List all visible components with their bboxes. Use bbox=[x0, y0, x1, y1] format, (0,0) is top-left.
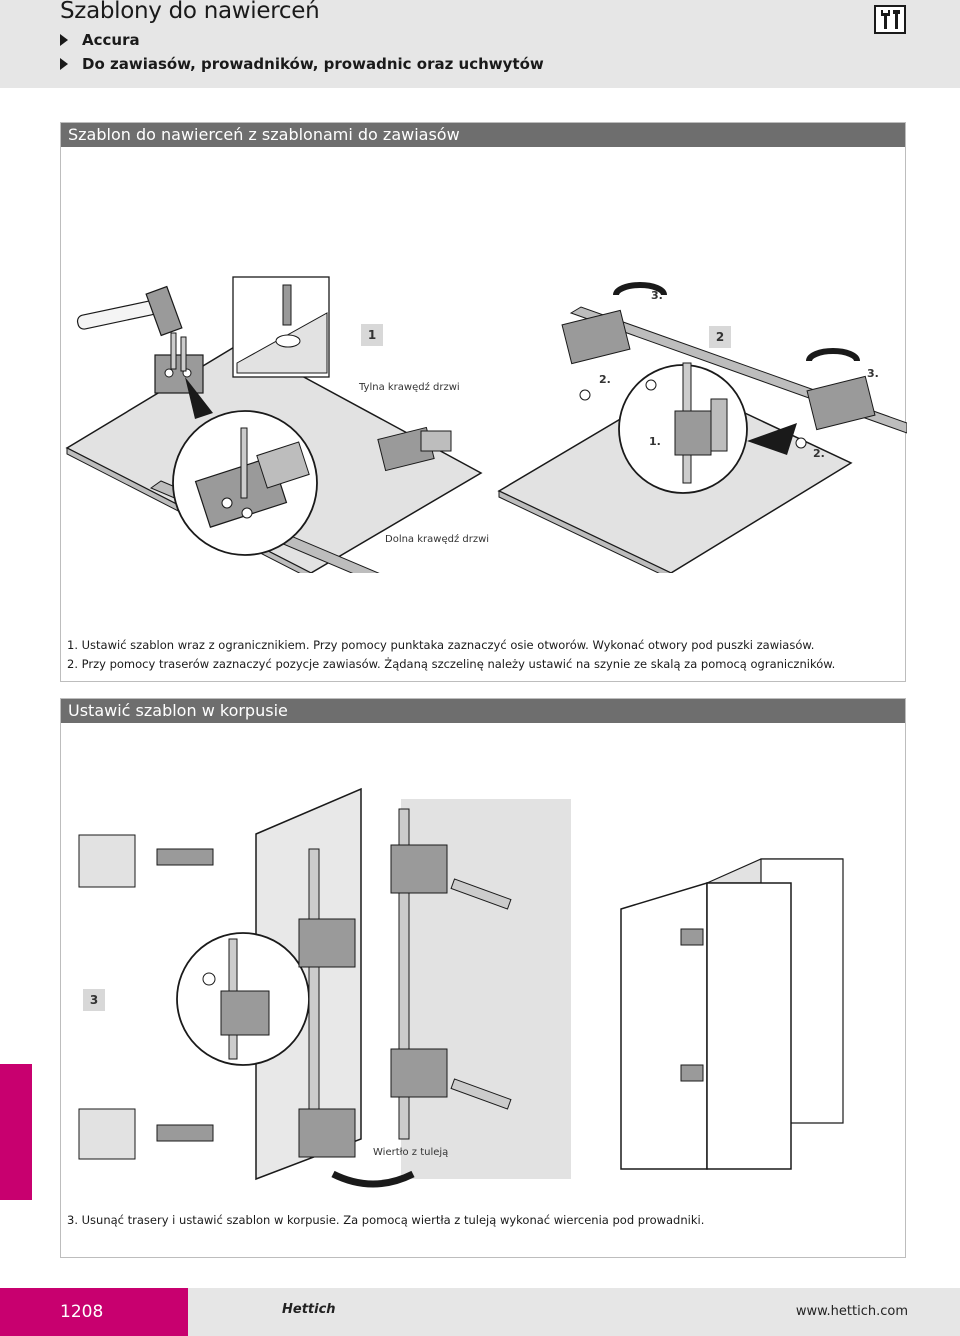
door-drilling-illustration bbox=[65, 276, 907, 573]
label-step-3a: 3. bbox=[651, 289, 663, 302]
caption-step-2: 2. Przy pomocy traserów zaznaczyć pozycj… bbox=[67, 657, 836, 671]
caption-step-1: 1. Ustawić szablon wraz z ogranicznikiem… bbox=[67, 638, 815, 652]
breadcrumb-item-category[interactable]: Do zawiasów, prowadników, prowadnic oraz… bbox=[60, 55, 544, 73]
label-step-2b: 2. bbox=[813, 447, 825, 460]
triangle-right-icon bbox=[60, 58, 68, 70]
label-bottom-edge: Dolna krawędź drzwi bbox=[385, 534, 490, 545]
label-drill-sleeve: Wiertło z tuleją bbox=[373, 1147, 449, 1158]
label-step-3b: 3. bbox=[867, 367, 879, 380]
section-template-doors: Szablon do nawierceń z szablonami do zaw… bbox=[60, 122, 907, 682]
step-box-3: 3 bbox=[83, 989, 105, 1011]
breadcrumb-label: Do zawiasów, prowadników, prowadnic oraz… bbox=[82, 55, 544, 73]
breadcrumb-item-accura[interactable]: Accura bbox=[60, 31, 140, 49]
label-step-2a: 2. bbox=[599, 373, 611, 386]
page-number: 1208 bbox=[0, 1288, 188, 1336]
triangle-right-icon bbox=[60, 34, 68, 46]
page-footer: 1208 Hettich www.hettich.com bbox=[0, 1288, 960, 1336]
page-title: Szablony do nawierceń bbox=[60, 0, 320, 24]
label-back-edge: Tylna krawędź drzwi bbox=[359, 382, 460, 393]
breadcrumb-label: Accura bbox=[82, 31, 140, 49]
page-header: Szablony do nawierceń Accura Do zawiasów… bbox=[0, 0, 960, 88]
accent-tab bbox=[0, 1064, 32, 1200]
step-box-1: 1 bbox=[361, 324, 383, 346]
label-step-1: 1. bbox=[649, 435, 661, 448]
tools-icon bbox=[874, 5, 906, 34]
hettich-logo: Hettich bbox=[282, 1302, 336, 1317]
footer-url[interactable]: www.hettich.com bbox=[795, 1304, 908, 1319]
section-title: Szablon do nawierceń z szablonami do zaw… bbox=[61, 123, 905, 147]
carcass-drilling-illustration bbox=[78, 787, 844, 1188]
caption-step-3: 3. Usunąć trasery i ustawić szablon w ko… bbox=[67, 1213, 705, 1227]
footer-bar bbox=[188, 1288, 960, 1336]
section-template-carcass: Ustawić szablon w korpusie bbox=[60, 698, 906, 1258]
section-title: Ustawić szablon w korpusie bbox=[61, 699, 905, 723]
step-box-2: 2 bbox=[709, 326, 731, 348]
